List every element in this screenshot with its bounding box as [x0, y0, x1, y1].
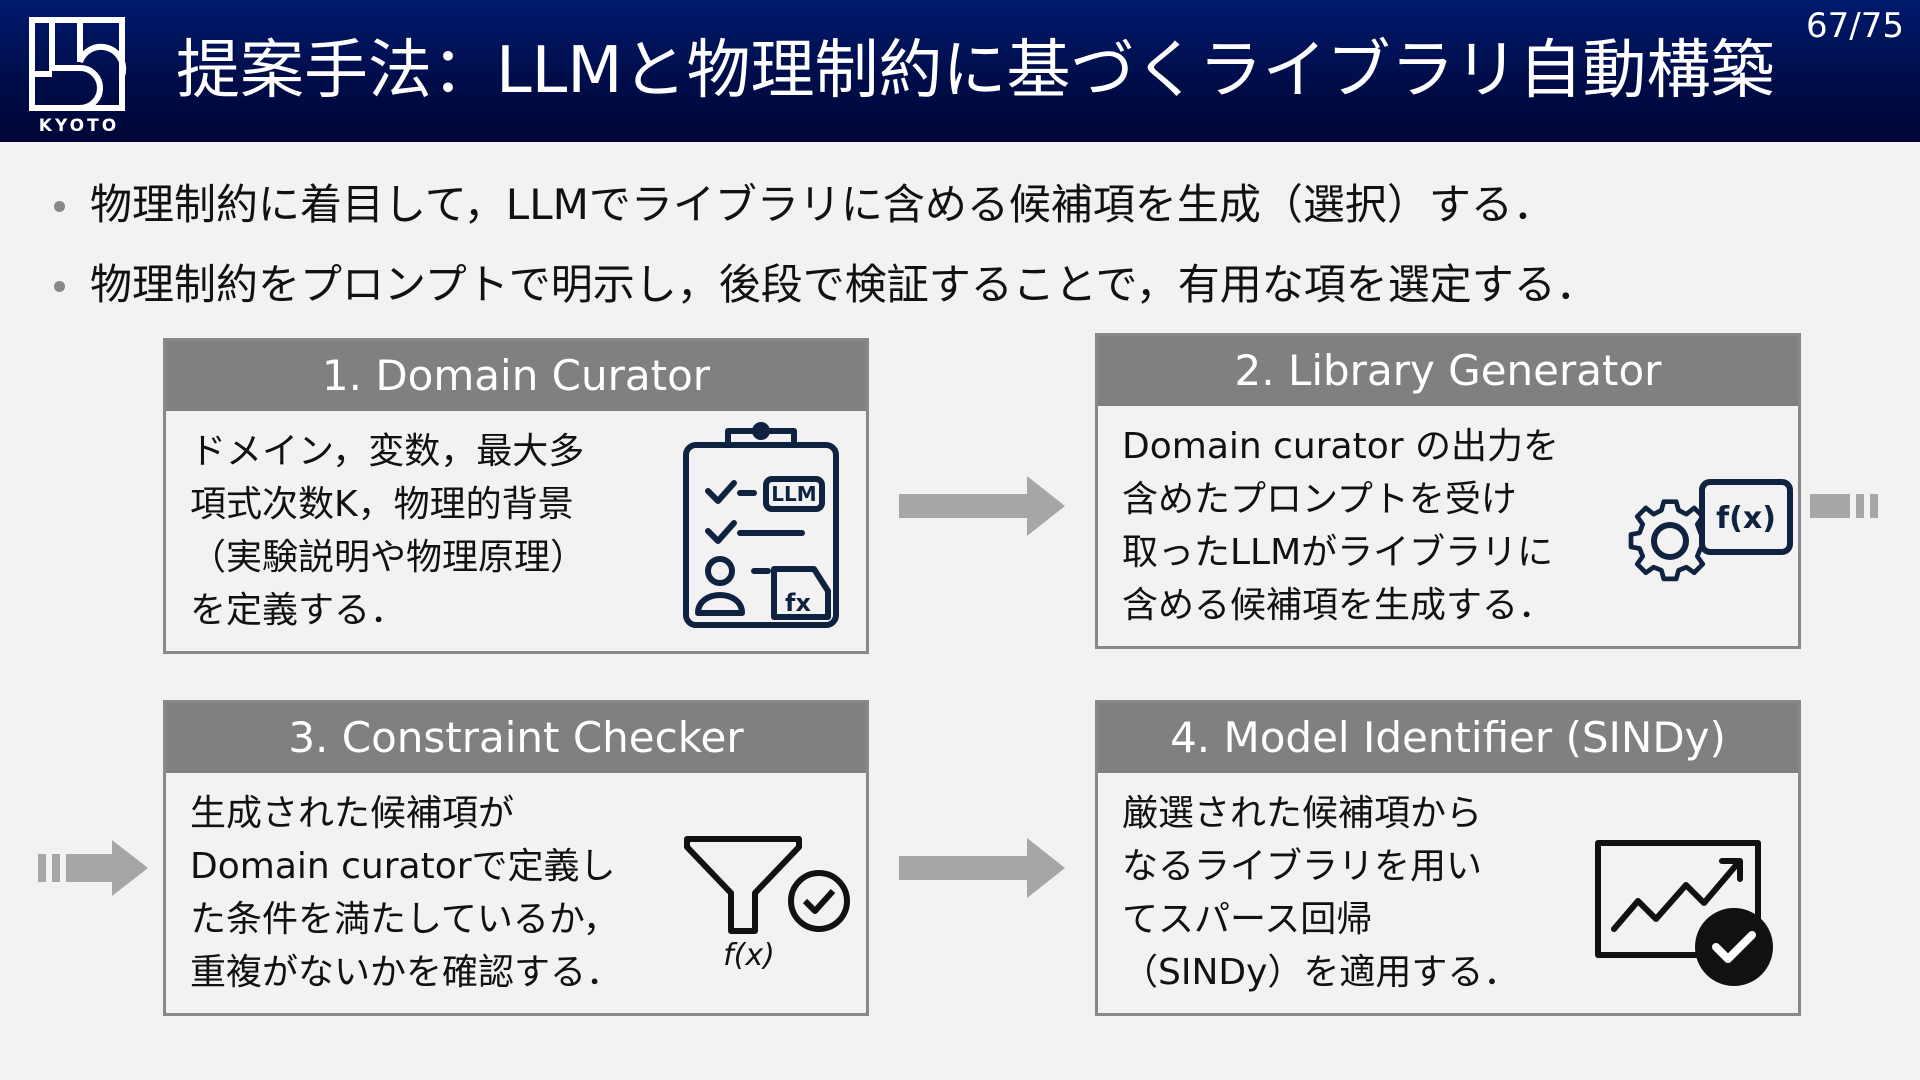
- fx-label: f(x): [1716, 501, 1776, 536]
- fx-label: fx: [785, 589, 811, 617]
- clipboard-checklist-icon: LLM fx: [678, 421, 848, 635]
- gear-function-icon: f(x): [1622, 476, 1797, 590]
- description-line: Domain curator の出力を: [1122, 426, 1559, 467]
- continuation-stub-right: [1810, 488, 1880, 528]
- step-box-model-identifier: 4. Model Identifier (SINDy) 厳選された候補項から な…: [1095, 700, 1801, 1016]
- kyoto-logo: KYOTO: [28, 16, 130, 136]
- description-line: てスパース回帰: [1122, 899, 1373, 940]
- llm-label: LLM: [771, 482, 816, 506]
- description-line: を定義する．: [190, 590, 407, 631]
- step-description: Domain curator の出力を 含めたプロンプトを受け 取ったLLMがラ…: [1122, 420, 1559, 632]
- bullet-item: 物理制約に着目して，LLMでライブラリに含める候補項を生成（選択）する．: [48, 165, 1908, 245]
- description-line: 生成された候補項が: [190, 793, 515, 834]
- slide-header: KYOTO 提案手法：LLMと物理制約に基づくライブラリ自動構築 67/75: [0, 0, 1920, 142]
- description-line: 厳選された候補項から: [1122, 793, 1483, 834]
- description-line: た条件を満たしているか，: [190, 899, 619, 940]
- bullet-item: 物理制約をプロンプトで明示し，後段で検証することで，有用な項を選定する．: [48, 245, 1908, 325]
- step-description: 厳選された候補項から なるライブラリを用い てスパース回帰 （SINDy）を適用…: [1122, 787, 1519, 999]
- description-line: 重複がないかを確認する．: [190, 952, 623, 993]
- description-line: 含める候補項を生成する．: [1122, 585, 1555, 626]
- arrow-right-3-to-4: [899, 838, 1065, 902]
- step-title: 1. Domain Curator: [166, 341, 866, 411]
- description-line: ドメイン，変数，最大多: [190, 431, 585, 472]
- description-line: Domain curatorで定義し: [190, 846, 616, 887]
- step-title: 2. Library Generator: [1098, 336, 1798, 406]
- arrow-right-1-to-2: [899, 476, 1065, 540]
- continuation-arrow-left: [38, 840, 150, 900]
- step-box-library-generator: 2. Library Generator Domain curator の出力を…: [1095, 333, 1801, 649]
- chart-check-icon: [1594, 839, 1774, 993]
- description-line: （SINDy）を適用する．: [1122, 952, 1520, 993]
- step-title: 4. Model Identifier (SINDy): [1098, 703, 1798, 773]
- description-line: （実験説明や物理原理）: [190, 537, 587, 578]
- slide-title: 提案手法：LLMと物理制約に基づくライブラリ自動構築: [176, 34, 1775, 108]
- page-number: 67/75: [1806, 6, 1904, 46]
- logo-text: KYOTO: [38, 116, 120, 136]
- description-line: 含めたプロンプトを受け: [1122, 479, 1517, 520]
- step-description: ドメイン，変数，最大多 項式次数K，物理的背景 （実験説明や物理原理） を定義す…: [190, 425, 586, 637]
- step-box-domain-curator: 1. Domain Curator ドメイン，変数，最大多 項式次数K，物理的背…: [163, 338, 869, 654]
- step-box-constraint-checker: 3. Constraint Checker 生成された候補項が Domain c…: [163, 700, 869, 1016]
- step-description: 生成された候補項が Domain curatorで定義し た条件を満たしているか…: [190, 787, 622, 999]
- description-line: 取ったLLMがライブラリに: [1122, 532, 1554, 573]
- description-line: なるライブラリを用い: [1122, 846, 1483, 887]
- fx-label: f(x): [723, 938, 775, 973]
- step-title: 3. Constraint Checker: [166, 703, 866, 773]
- bullet-list: 物理制約に着目して，LLMでライブラリに含める候補項を生成（選択）する． 物理制…: [48, 165, 1908, 325]
- funnel-check-icon: f(x): [681, 833, 856, 977]
- description-line: 項式次数K，物理的背景: [190, 484, 574, 525]
